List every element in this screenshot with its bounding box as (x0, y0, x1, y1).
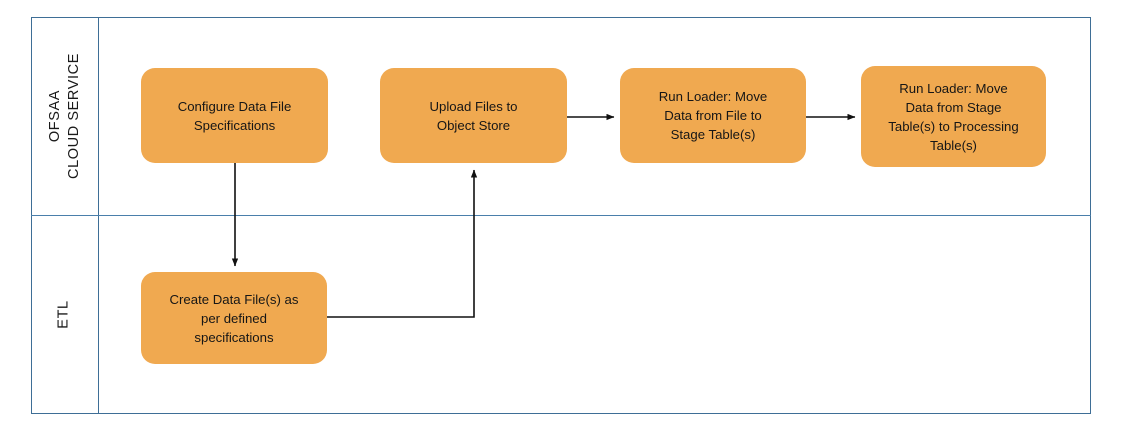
node-loader1-line3: Stage Table(s) (670, 127, 756, 142)
node-run-loader-stage-to-processing[interactable]: Run Loader: Move Data from Stage Table(s… (861, 66, 1046, 167)
node-upload-line2: Object Store (436, 117, 511, 133)
node-loader2-line4: Table(s) (930, 137, 977, 153)
node-loader1-line1: Run Loader: Move (658, 89, 768, 104)
node-loader2-line2: Data from Stage (905, 99, 1002, 115)
node-create-line1: Create Data File(s) as (169, 291, 299, 307)
node-loader2-line1: Run Loader: Move (899, 80, 1008, 96)
node-create-line3: specifications (194, 329, 274, 345)
lane-label-etl: ETL (31, 215, 98, 414)
node-configure-line1: Configure Data File (177, 98, 292, 114)
node-create-data-files[interactable]: Create Data File(s) as per defined speci… (141, 272, 327, 364)
node-loader1-line2: Data from File to (664, 108, 762, 123)
lane-label-cloud-service-line2: CLOUD SERVICE (65, 53, 82, 179)
lane-label-etl-line1: ETL (56, 300, 72, 329)
node-run-loader-file-to-stage[interactable]: Run Loader: Move Data from File to Stage… (620, 68, 806, 163)
node-upload-line1: Upload Files to (429, 98, 518, 114)
node-configure-line2: Specifications (193, 117, 276, 133)
lane-label-cloud-service-line1: OFSAA (46, 89, 63, 143)
lane-label-cloud-service: OFSAA CLOUD SERVICE (31, 17, 98, 215)
lane-divider-horizontal (31, 215, 1091, 216)
node-configure-data-file-specifications[interactable]: Configure Data File Specifications (141, 68, 328, 163)
node-upload-files-to-object-store[interactable]: Upload Files to Object Store (380, 68, 567, 163)
node-create-line2: per defined (200, 310, 267, 326)
node-loader2-line3: Table(s) to Processing (888, 118, 1019, 134)
